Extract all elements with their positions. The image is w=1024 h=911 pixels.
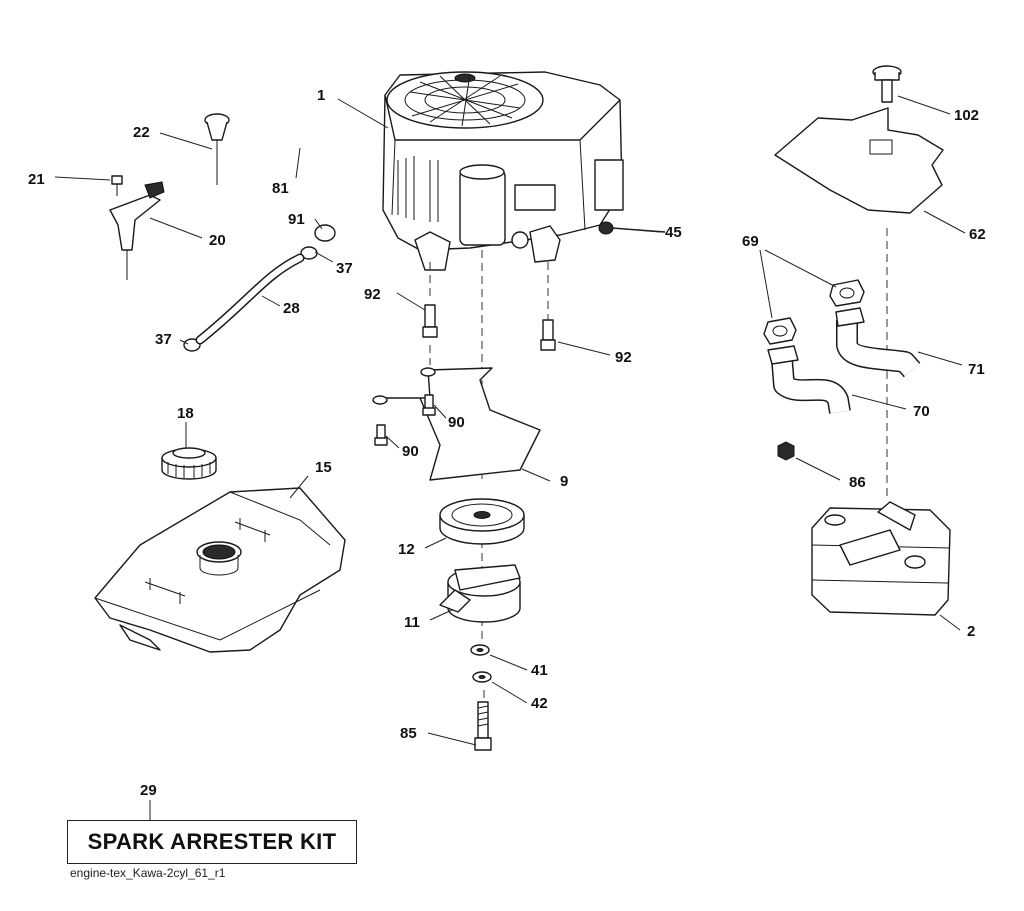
label-part-85: 85	[400, 725, 417, 742]
kit-title: SPARK ARRESTER KIT	[87, 829, 337, 854]
gasket-part	[763, 279, 865, 345]
label-part-70: 70	[913, 403, 930, 420]
mount-bracket-part	[372, 367, 541, 481]
label-part-2: 2	[967, 623, 975, 640]
label-part-20: 20	[209, 232, 226, 249]
label-part-9: 9	[560, 473, 568, 490]
fuel-tank-part	[94, 487, 346, 653]
label-part-102: 102	[954, 107, 979, 124]
label-part-92-left: 92	[364, 286, 381, 303]
label-part-28: 28	[283, 300, 300, 317]
engine-part	[382, 71, 624, 271]
diagram-filename: engine-tex_Kawa-2cyl_61_r1	[70, 866, 226, 880]
shield-bolt-part	[872, 65, 902, 103]
fuel-cap-part	[161, 447, 217, 480]
label-part-91: 91	[288, 211, 305, 228]
label-part-45: 45	[665, 224, 682, 241]
heat-shield-part	[774, 107, 944, 214]
label-part-90-top: 90	[448, 414, 465, 431]
knob-part	[204, 113, 230, 185]
spark-arrester-kit-box: SPARK ARRESTER KIT	[67, 820, 357, 864]
label-part-12: 12	[398, 541, 415, 558]
exhaust-pipe-part	[767, 307, 921, 414]
label-part-41: 41	[531, 662, 548, 679]
label-part-1: 1	[317, 87, 325, 104]
label-part-21: 21	[28, 171, 45, 188]
label-part-37-top: 37	[336, 260, 353, 277]
dipstick-part	[598, 221, 666, 235]
label-part-86: 86	[849, 474, 866, 491]
label-part-37-bottom: 37	[155, 331, 172, 348]
label-part-42: 42	[531, 695, 548, 712]
label-part-90-bottom: 90	[402, 443, 419, 460]
label-part-18: 18	[177, 405, 194, 422]
clutch-part	[439, 564, 521, 623]
bolt-part	[422, 304, 556, 351]
clamp-part	[183, 224, 336, 352]
washer-part	[470, 644, 492, 683]
label-part-62: 62	[969, 226, 986, 243]
label-part-22: 22	[133, 124, 150, 141]
label-part-81: 81	[272, 180, 289, 197]
label-part-71: 71	[968, 361, 985, 378]
label-part-29: 29	[140, 782, 157, 799]
label-part-15: 15	[315, 459, 332, 476]
nut-part	[777, 441, 795, 461]
label-part-11: 11	[404, 614, 420, 631]
pulley-part	[439, 498, 525, 545]
label-part-92-right: 92	[615, 349, 632, 366]
muffler-part	[811, 501, 951, 616]
bracket-part	[109, 175, 165, 280]
bolt-part-85	[474, 701, 492, 751]
label-part-69: 69	[742, 233, 759, 250]
